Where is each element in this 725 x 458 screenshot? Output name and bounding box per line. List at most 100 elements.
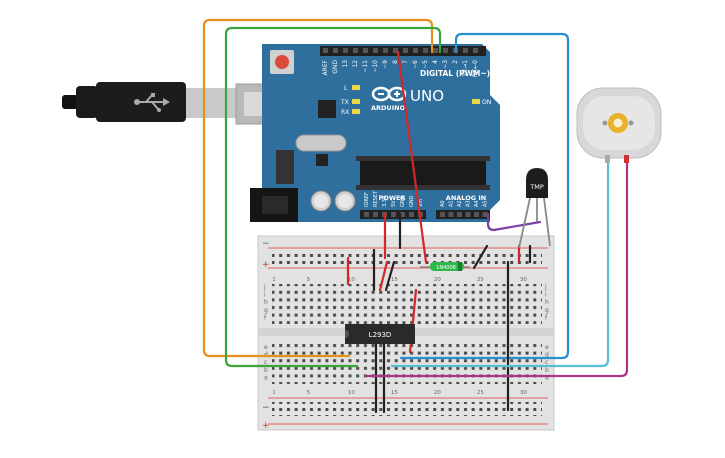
usb-chip xyxy=(318,100,336,118)
ic-label: L293D xyxy=(369,331,392,339)
digital-pin-hole[interactable] xyxy=(343,48,348,53)
tmp36-sensor[interactable]: TMP xyxy=(518,168,551,249)
led-rx-label: RX xyxy=(341,109,349,116)
digital-pin-hole[interactable] xyxy=(323,48,328,53)
digital-pin-hole[interactable] xyxy=(403,48,408,53)
analog-pin-hole[interactable] xyxy=(474,212,479,217)
rail-minus-mark-bottom: − xyxy=(262,403,270,413)
power-pin-label: Vin xyxy=(418,199,424,207)
wire-black-rail-2[interactable] xyxy=(384,260,396,292)
digital-pin-hole[interactable] xyxy=(443,48,448,53)
brand-label: ARDUINO xyxy=(371,104,406,112)
digital-pin-label: ~5 xyxy=(422,60,429,69)
digital-pin-label: 12 xyxy=(352,60,359,68)
atmega-chip xyxy=(360,160,486,186)
wire-black-diode[interactable] xyxy=(472,244,489,270)
digital-pin-hole[interactable] xyxy=(433,48,438,53)
model-label: UNO xyxy=(410,87,444,105)
column-number: 25 xyxy=(477,277,484,283)
wire-cyan-motor[interactable] xyxy=(390,158,610,368)
dc-motor[interactable] xyxy=(576,87,662,163)
power-header-label: POWER xyxy=(379,194,406,202)
analog-pin-label: A2 xyxy=(457,200,463,207)
power-pin-hole[interactable] xyxy=(373,212,378,217)
wire-blue[interactable] xyxy=(399,32,570,360)
gear-icon xyxy=(602,113,634,133)
wire-red-rail-2[interactable] xyxy=(378,260,389,292)
power-pin-hole[interactable] xyxy=(409,212,414,217)
wire-red-digital[interactable] xyxy=(396,50,428,264)
column-number: 30 xyxy=(520,390,527,396)
power-rail-bottom[interactable] xyxy=(272,402,542,416)
analog-pin-hole[interactable] xyxy=(440,212,445,217)
digital-pin-label: 2 xyxy=(452,60,459,64)
digital-header-label: DIGITAL (PWM~) xyxy=(420,69,490,78)
column-number: 20 xyxy=(434,277,441,283)
wire-green[interactable] xyxy=(224,26,442,368)
row-letter: c xyxy=(545,359,548,366)
row-letter: g xyxy=(264,307,268,314)
analog-pin-hole[interactable] xyxy=(457,212,462,217)
digital-pin-hole[interactable] xyxy=(413,48,418,53)
digital-pin-hole[interactable] xyxy=(423,48,428,53)
wire-magenta-motor[interactable] xyxy=(364,158,629,378)
terminal-strip-top[interactable] xyxy=(272,284,542,324)
analog-pin-hole[interactable] xyxy=(448,212,454,217)
digital-pin-label: TX→1 xyxy=(462,60,469,78)
led-tx-label: TX xyxy=(340,99,349,106)
digital-pin-label: ~6 xyxy=(412,60,419,69)
digital-pin-hole[interactable] xyxy=(353,48,358,53)
digital-pin-hole[interactable] xyxy=(383,48,388,53)
power-pin-hole[interactable] xyxy=(364,212,369,217)
column-number: 15 xyxy=(391,390,398,396)
l293d-ic[interactable]: L293D xyxy=(345,324,415,344)
digital-pin-hole[interactable] xyxy=(363,48,368,53)
power-pin-hole[interactable] xyxy=(400,212,405,217)
digital-pin-hole[interactable] xyxy=(373,48,378,53)
digital-pin-hole[interactable] xyxy=(473,48,478,53)
column-number: 25 xyxy=(477,390,484,396)
digital-pin-label: RX←0 xyxy=(472,60,479,77)
digital-pin-hole[interactable] xyxy=(463,48,468,53)
usb-symbol-icon xyxy=(134,93,170,112)
rail-minus-mark: − xyxy=(262,239,270,249)
digital-pin-label: 13 xyxy=(342,60,349,68)
column-number: 20 xyxy=(434,390,441,396)
row-letter: f xyxy=(545,314,548,321)
analog-pin-hole[interactable] xyxy=(465,212,471,217)
smd-chip xyxy=(316,154,328,166)
digital-pin-label: ~3 xyxy=(442,60,449,69)
power-rail-top[interactable] xyxy=(272,250,542,264)
row-letter: b xyxy=(264,367,268,374)
power-pin-hole[interactable] xyxy=(391,212,396,217)
analog-pin-hole[interactable] xyxy=(482,212,488,217)
digital-pin-hole[interactable] xyxy=(333,48,338,53)
regulator xyxy=(276,150,294,184)
digital-pin-label: 4 xyxy=(432,60,439,64)
row-letter: e xyxy=(264,344,268,351)
led-l-label: L xyxy=(344,85,348,92)
led-l xyxy=(352,85,360,90)
row-letter: b xyxy=(545,367,549,374)
digital-pin-label: ~10 xyxy=(372,60,379,73)
diode[interactable]: 1N4008 xyxy=(420,262,470,271)
column-number: 15 xyxy=(391,277,398,283)
row-letter: d xyxy=(545,352,549,359)
power-pin-label: 3.3V xyxy=(382,195,388,207)
row-letter: f xyxy=(264,314,267,321)
power-pin-label: RESET xyxy=(373,190,379,207)
led-on xyxy=(472,99,480,104)
digital-pin-hole[interactable] xyxy=(393,48,398,53)
reset-button-cap[interactable] xyxy=(275,55,289,69)
digital-pin-label: ~11 xyxy=(362,60,369,73)
wire-purple-analog[interactable] xyxy=(486,212,542,232)
wire-orange[interactable] xyxy=(202,18,434,358)
power-pin-label: IOREF xyxy=(364,192,370,207)
row-letter: h xyxy=(264,299,268,306)
rail-plus-mark: + xyxy=(262,260,270,270)
rail-plus-mark-bottom: + xyxy=(262,421,270,431)
analog-header xyxy=(436,210,490,219)
digital-pin-label: 7 xyxy=(402,60,409,64)
terminal-strip-bottom[interactable] xyxy=(272,344,542,384)
